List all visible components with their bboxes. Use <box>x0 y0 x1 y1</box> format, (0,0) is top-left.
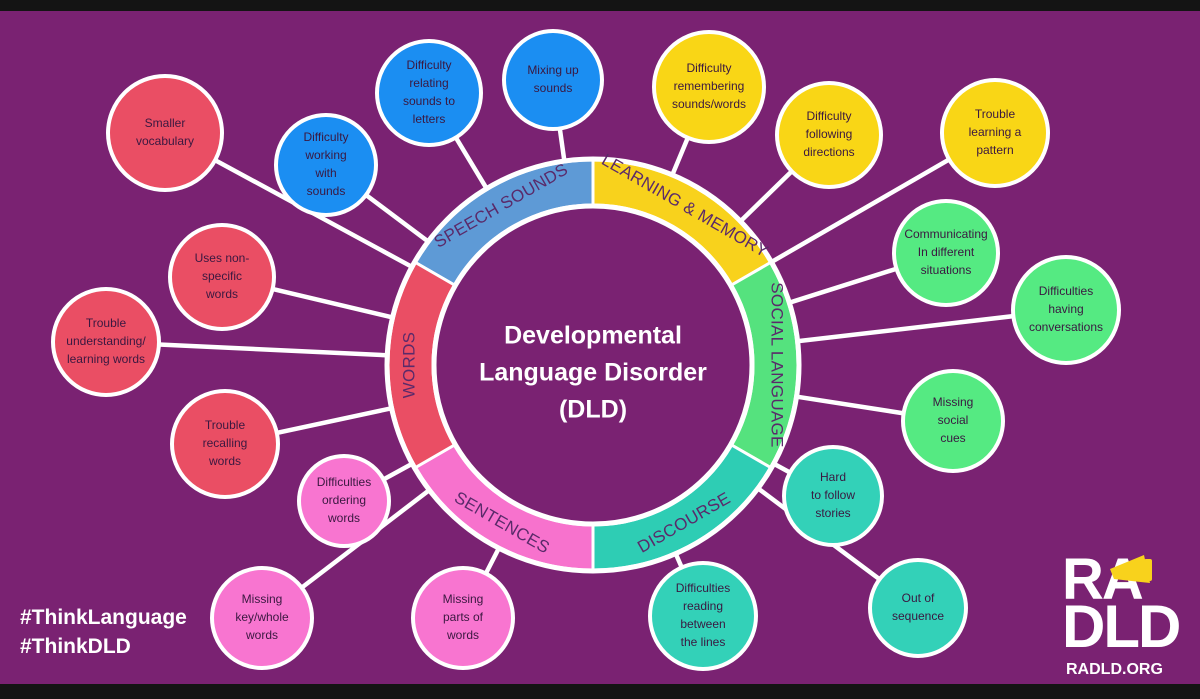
segment-label-social-language: SOCIAL LANGUAGE <box>768 282 787 447</box>
leaf-bubble <box>106 74 224 192</box>
leaf-bubble <box>168 223 276 331</box>
radld-logo: RA DLD RADLD.ORG <box>1062 551 1182 681</box>
leaf-bubble <box>375 39 483 147</box>
leaf-bubble <box>1011 255 1121 365</box>
leaf-bubble <box>892 199 1000 307</box>
leaf-bubble <box>868 558 968 658</box>
logo-url: RADLD.ORG <box>1066 661 1163 678</box>
leaf-bubble <box>775 81 883 189</box>
hashtags: #ThinkLanguage #ThinkDLD <box>20 603 187 661</box>
leaf-bubble <box>652 30 766 144</box>
leaf-bubble <box>51 287 161 397</box>
logo-line-2: DLD <box>1062 593 1181 660</box>
leaf-bubble <box>901 369 1005 473</box>
hashtag-think-dld: #ThinkDLD <box>20 635 131 658</box>
segment-label-words: WORDS <box>399 332 418 399</box>
leaf-bubble <box>170 389 280 499</box>
ring-inner-border <box>431 203 755 527</box>
hashtag-think-language: #ThinkLanguage <box>20 606 187 629</box>
leaf-bubble <box>210 566 314 670</box>
ring-outer-border <box>384 156 802 574</box>
leaf-bubble <box>274 113 378 217</box>
leaf-bubble <box>411 566 515 670</box>
leaf-bubble <box>648 561 758 671</box>
leaf-bubble <box>940 78 1050 188</box>
leaf-bubble <box>782 445 884 547</box>
leaf-bubble <box>502 29 604 131</box>
leaf-bubble <box>297 454 391 548</box>
megaphone-icon <box>1110 555 1152 583</box>
center-circle <box>437 209 749 521</box>
